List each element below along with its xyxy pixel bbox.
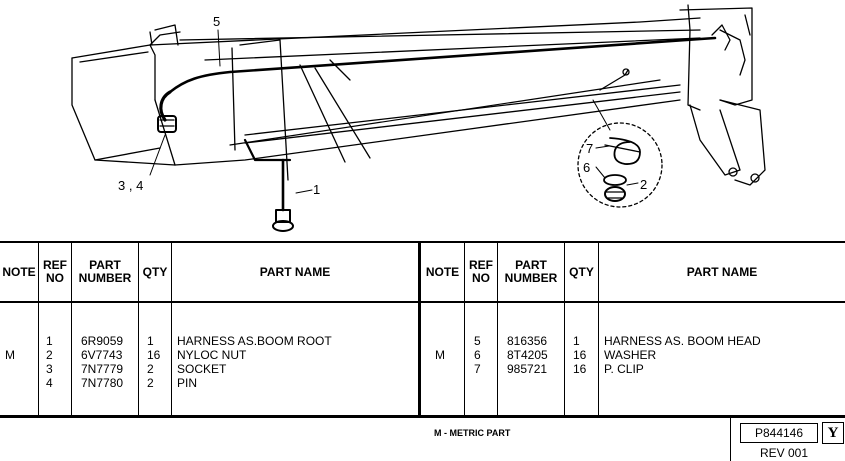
boom-body	[71, 17, 701, 166]
callout-2: 2	[640, 177, 647, 192]
callout-6: 6	[583, 160, 590, 175]
socket-connector	[231, 39, 294, 232]
header-note-right: NOTE	[425, 264, 460, 279]
harness-connector-left	[157, 115, 177, 133]
header-qty: QTY	[142, 264, 168, 279]
note-column-right: M	[435, 348, 445, 362]
detail-view	[577, 122, 663, 208]
page-footer: M - METRIC PART P844146 Y REV 001	[0, 418, 845, 461]
callout-3-4: 3 , 4	[118, 178, 143, 193]
header-part-name-right: PART NAME	[686, 264, 758, 279]
leader-lines	[149, 29, 639, 194]
boom-harness-illustration: 5 3 , 4 1 7 6 2	[71, 4, 766, 232]
page-number: P844146	[740, 423, 818, 443]
callout-5: 5	[213, 14, 220, 29]
revision-label: REV 001	[760, 446, 809, 460]
header-note: NOTE	[2, 264, 36, 279]
callout-1: 1	[313, 182, 320, 197]
page-number-area	[730, 418, 822, 461]
header-part-name: PART NAME	[259, 264, 331, 279]
boom-head-bracket	[679, 4, 766, 186]
header-qty-right: QTY	[569, 264, 594, 279]
harness-cable	[159, 36, 717, 162]
callout-7: 7	[586, 141, 593, 156]
metric-part-note: M - METRIC PART	[434, 428, 511, 438]
revision-letter: Y	[822, 422, 844, 444]
note-column: M	[5, 348, 15, 362]
